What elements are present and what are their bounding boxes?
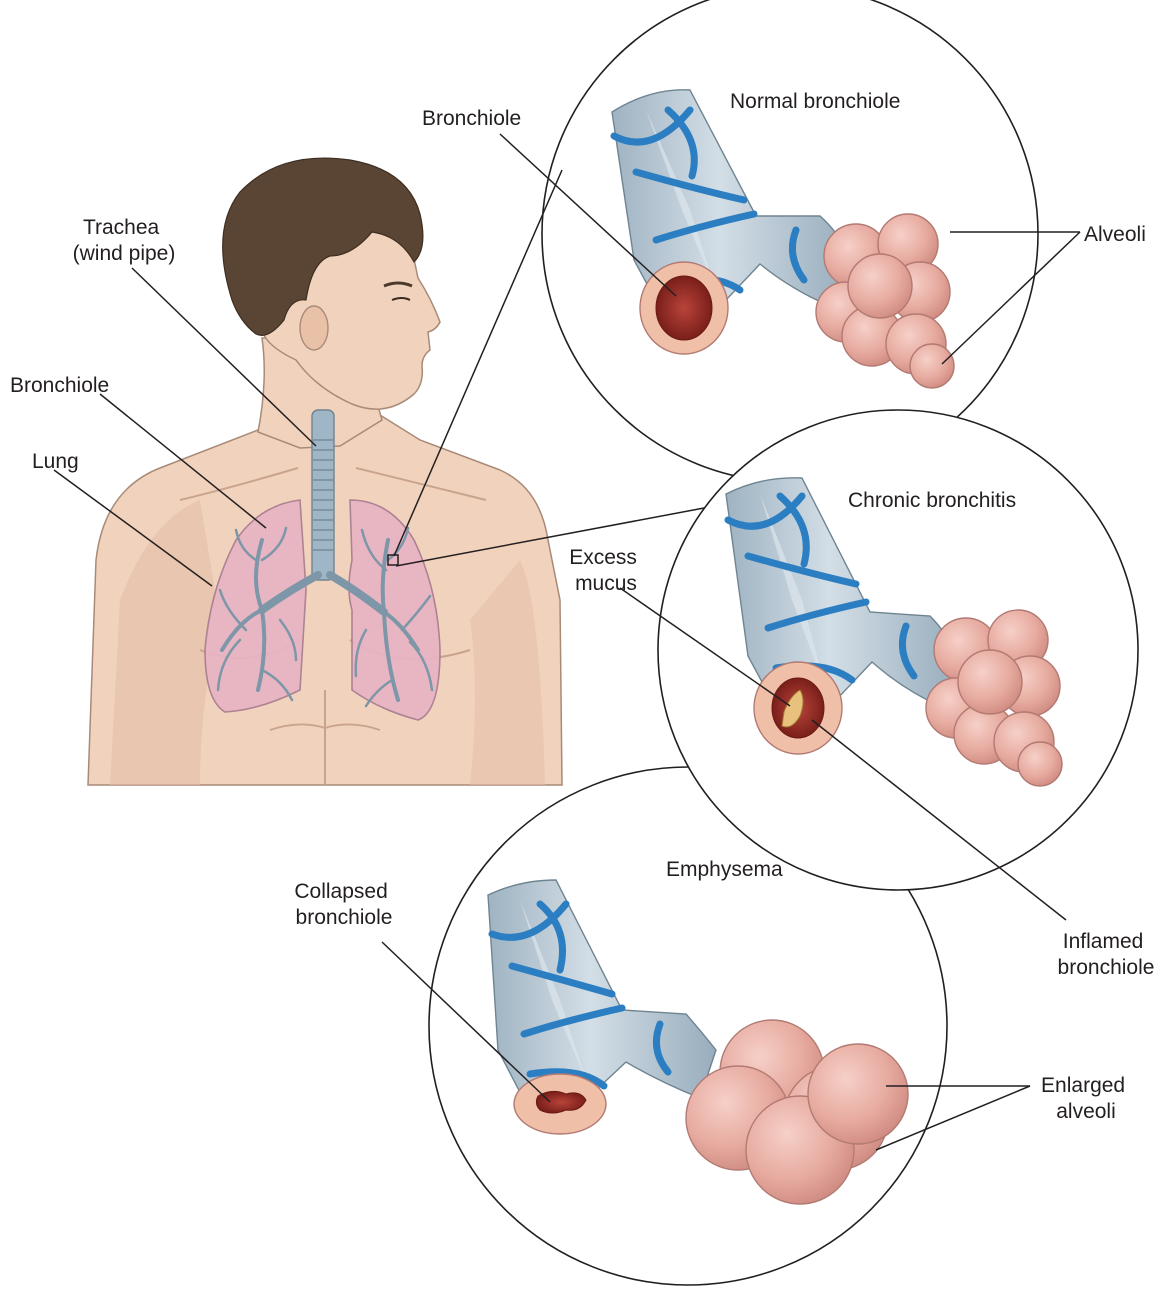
normal-bronchiole-title: Normal bronchiole: [730, 90, 900, 113]
enlarged-alveoli-label: Enlarged alveoli: [1041, 1074, 1131, 1123]
lung-label: Lung: [32, 450, 79, 473]
collapsed-bronchiole-label: Collapsed bronchiole: [294, 880, 393, 929]
alveoli-label: Alveoli: [1084, 223, 1146, 246]
excess-mucus-label: Excess mucus: [569, 546, 643, 595]
bronchiole-zoom-label: Bronchiole: [422, 107, 521, 130]
chronic-bronchitis-panel: [658, 410, 1138, 890]
ear: [300, 306, 328, 350]
trachea-label: Trachea (wind pipe): [73, 216, 176, 265]
trachea-tube: [312, 410, 334, 580]
inflamed-bronchiole-label: Inflamed bronchiole: [1058, 930, 1155, 979]
emphysema-title: Emphysema: [666, 858, 783, 881]
chronic-bronchitis-title: Chronic bronchitis: [848, 489, 1016, 512]
bronchiole-body-label: Bronchiole: [10, 374, 109, 397]
